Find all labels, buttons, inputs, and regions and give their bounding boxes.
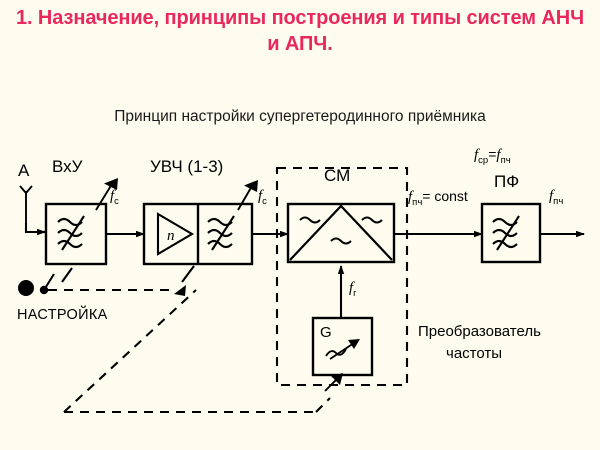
gang-tuning-linkage [48,288,331,414]
linkage-markers [174,285,186,296]
linkage-stubs [61,265,195,283]
tunable-filter-icon-uvch [207,215,235,251]
slide-subtitle: Принцип настройки супергетеродинного при… [114,108,486,125]
block-pf [480,202,542,264]
amplifier-icon [156,212,195,256]
block-g [311,316,374,377]
label-vhu: ВхУ [52,157,83,176]
filter-icon-pf [492,215,520,251]
block-cm [286,202,396,264]
label-g: G [320,324,332,341]
block-vhu [44,202,108,266]
amplifier-gain-label: n [167,228,175,244]
tuning-arrow-uvch [237,180,258,211]
label-frequency-converter-line2: частоты [446,345,503,362]
signal-label-fc-in: fс [110,188,119,207]
mixer-icon [289,204,393,261]
label-antenna: A [18,161,30,180]
signal-label-fsr-eq-fpch: fср=fпч [474,146,511,166]
signal-label-fpch-out: fпч [549,188,564,207]
label-pf: ПФ [494,172,520,191]
label-cm: СМ [324,166,351,185]
tuning-arrow-vhu [95,178,118,211]
signal-label-fc-mid: fс [258,188,267,207]
tuning-knob-icon [18,273,55,296]
tuning-arrow-g [324,373,343,392]
label-uvch: УВЧ (1-3) [150,157,224,176]
antenna-icon [19,185,46,236]
group-box-frequency-converter [275,166,409,387]
block-diagram: n A ВхУ УВЧ (1-3) СМ ПФ G НАСТРОЙКА Прео… [0,140,600,440]
label-tuning-control: НАСТРОЙКА [17,307,108,323]
label-frequency-converter-line1: Преобразователь [418,323,541,340]
slide-title: 1. Назначение, принципы построения и тип… [15,7,585,55]
signal-label-fg: fг [349,280,357,299]
tunable-oscillator-icon [325,339,360,360]
signal-label-fpch-const: fпч= const [408,188,468,208]
diagram-graphics: n [18,166,585,414]
tunable-filter-icon-vhu [57,215,85,251]
